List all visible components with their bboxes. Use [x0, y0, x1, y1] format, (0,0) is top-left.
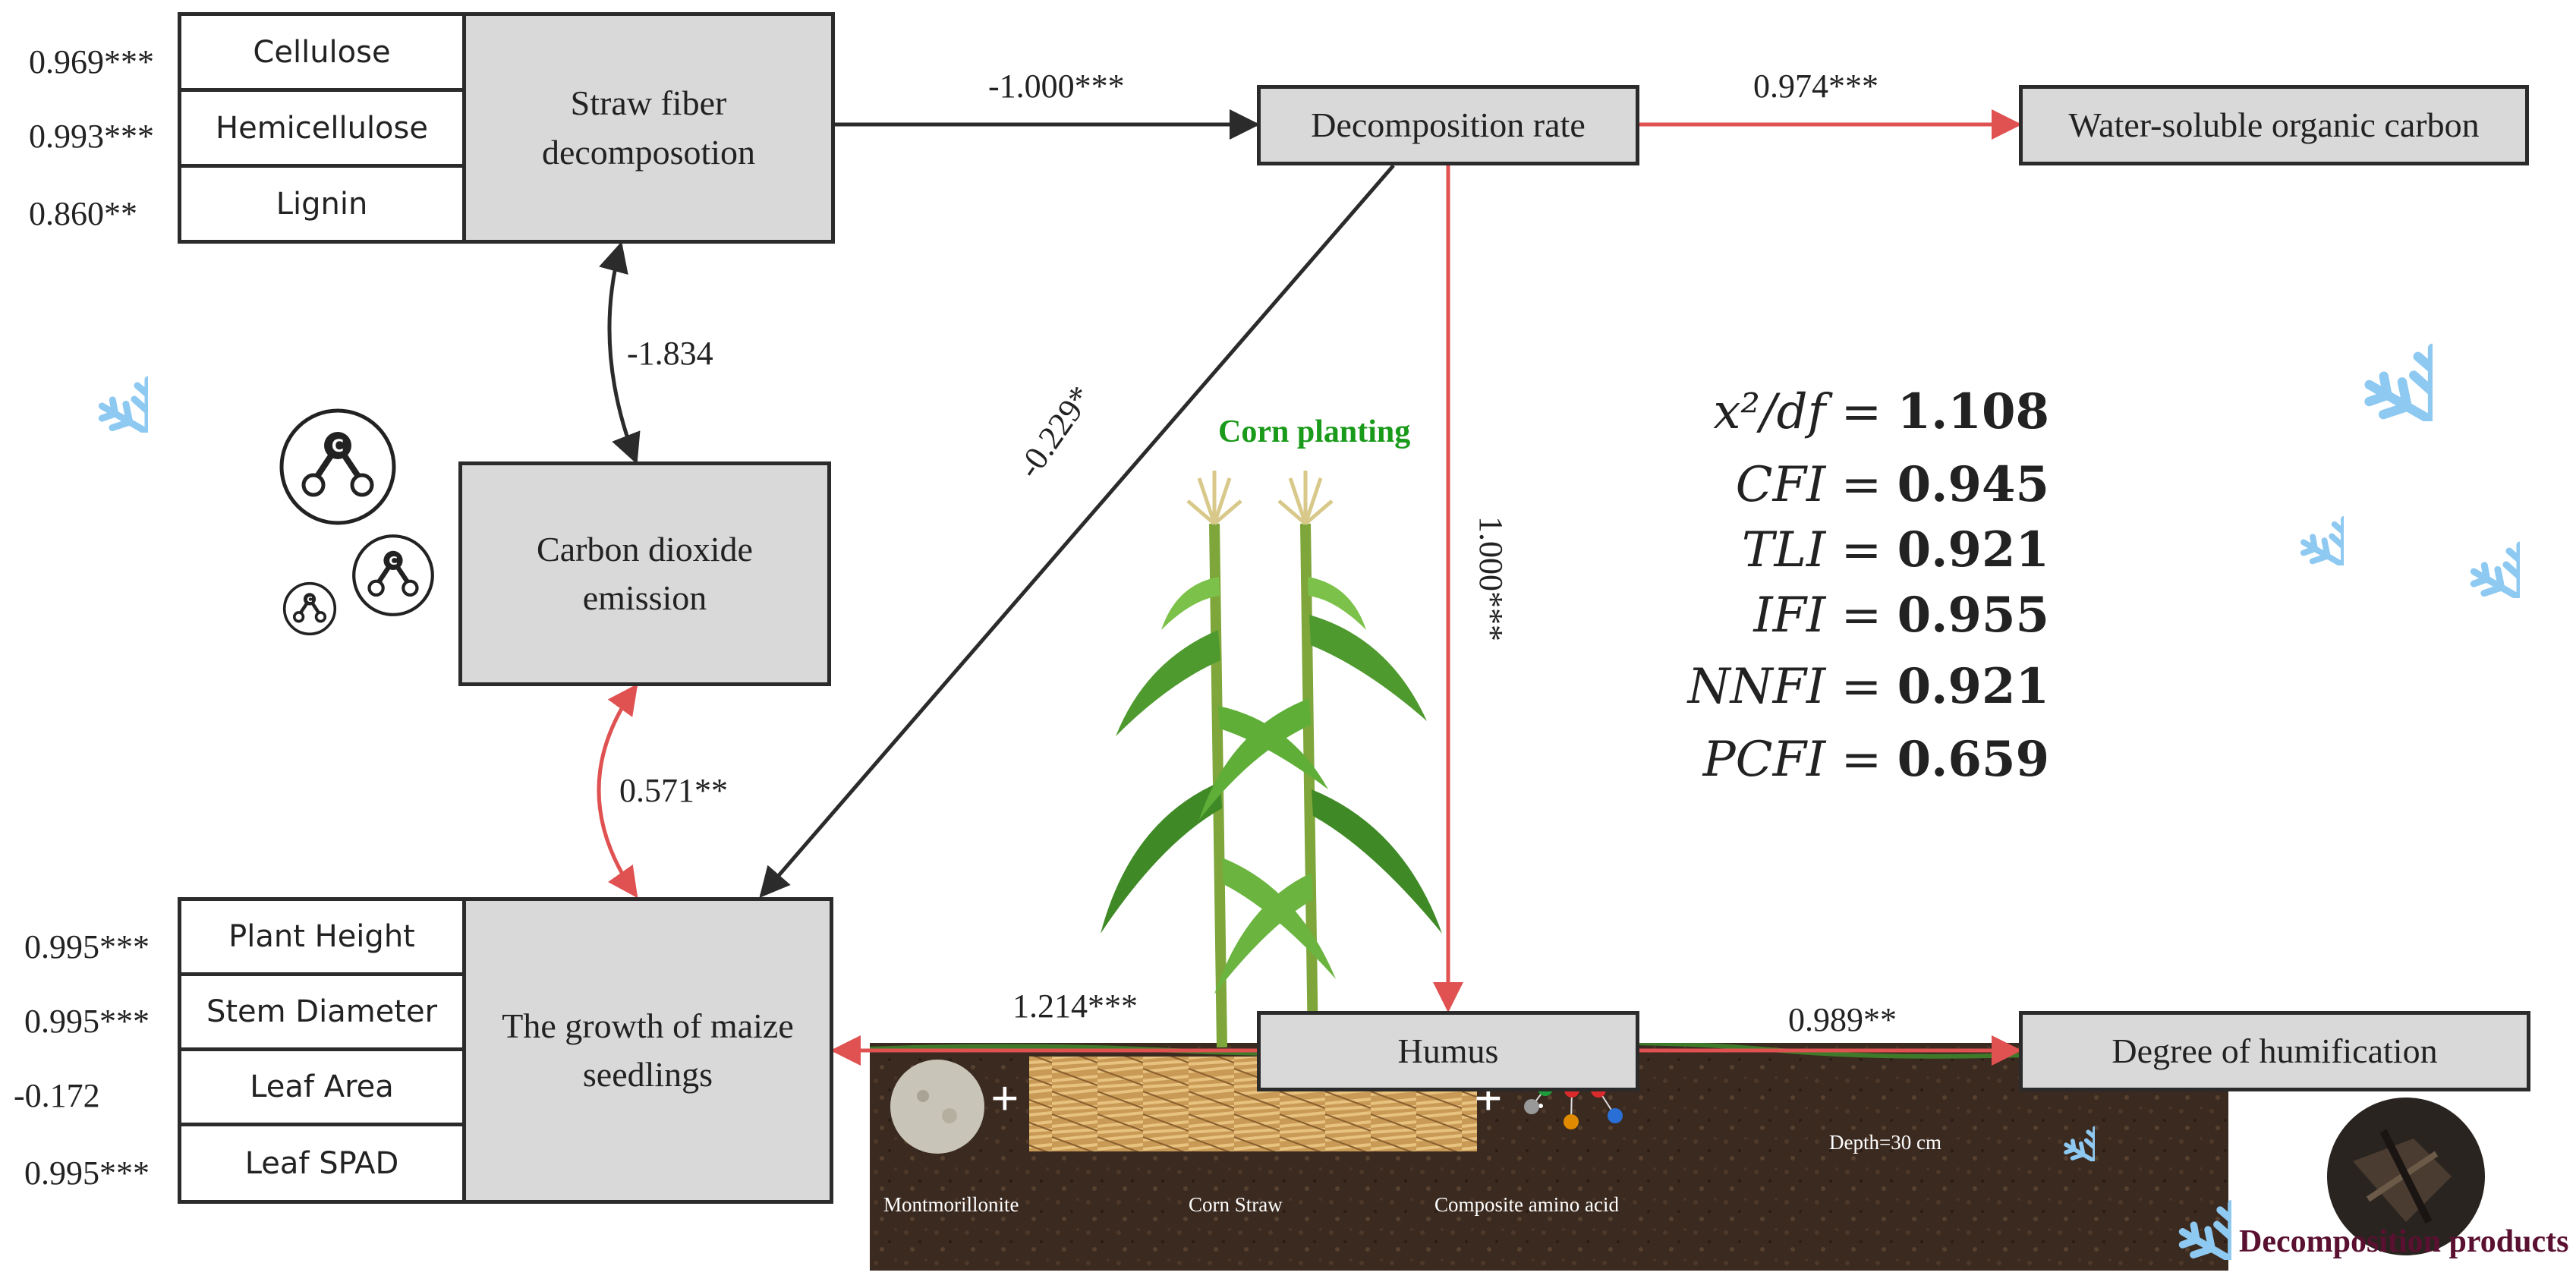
co2-molecule-icon: C	[282, 581, 337, 636]
straw-item-label: Hemicellulose	[216, 110, 428, 146]
fit-index-name: TLI	[1741, 522, 1826, 578]
fit-index-name: x²/df	[1713, 384, 1826, 440]
path-coef-straw-decomposition: -1.000***	[988, 68, 1125, 105]
corn-plant-illustration	[1101, 471, 1442, 1048]
fit-index-tli: TLI = 0.921	[1741, 521, 2049, 578]
maize-item-leaf-spad: Leaf SPAD	[178, 1123, 466, 1204]
corn-straw-label: Corn Straw	[1189, 1193, 1283, 1216]
fit-index-name: NNFI	[1687, 659, 1826, 715]
fit-index-pcfi: PCFI = 0.659	[1702, 731, 2049, 788]
maize-item-plant-height: Plant Height	[178, 897, 466, 976]
straw-fiber-decomposition-box: Straw fiber decomposotion	[462, 12, 835, 244]
loading-leaf-spad: 0.995***	[24, 1154, 150, 1192]
carbon-symbol: C	[389, 554, 397, 568]
maize-item-label: Plant Height	[228, 919, 415, 954]
maize-item-leaf-area: Leaf Area	[178, 1047, 466, 1126]
degree-of-humification-box: Degree of humification	[2019, 1011, 2530, 1091]
fit-index-value: 1.108	[1897, 383, 2049, 440]
path-coef-humus-maize: 1.214***	[1012, 987, 1138, 1025]
straw-item-hemicellulose: Hemicellulose	[178, 88, 466, 168]
fit-index-value: 0.921	[1897, 658, 2049, 715]
fit-index-name: IFI	[1753, 587, 1826, 644]
loading-lignin: 0.860**	[29, 195, 137, 232]
amino-acid-dot	[1564, 1114, 1579, 1129]
carbon-symbol: C	[332, 437, 344, 456]
co2-emission-box: Carbon dioxide emission	[458, 461, 831, 686]
path-coef-co2-maize: 0.571**	[619, 772, 728, 809]
montmorillonite-label: Montmorillonite	[883, 1193, 1019, 1216]
maize-item-stem-diameter: Stem Diameter	[178, 972, 466, 1051]
amino-acid-dot	[1524, 1099, 1539, 1114]
loading-leaf-area: -0.172	[14, 1077, 100, 1114]
fit-index-value: 0.921	[1897, 521, 2049, 578]
corn-planting-label: Corn planting	[1218, 414, 1411, 449]
straw-item-label: Lignin	[276, 186, 368, 222]
loading-hemicellulose: 0.993***	[29, 118, 154, 155]
fit-index-ifi: IFI = 0.955	[1753, 587, 2049, 644]
fit-index-value: 0.955	[1897, 587, 2049, 644]
maize-growth-box: The growth of maize seedlings	[462, 897, 833, 1204]
fit-index-name: CFI	[1735, 457, 1826, 513]
carbon-symbol: C	[307, 596, 312, 604]
maize-item-label: Leaf Area	[250, 1069, 394, 1104]
decomposition-products-label: Decomposition products	[2239, 1224, 2568, 1260]
arrow-straw-co2-covariance	[599, 241, 641, 465]
fit-index-value: 0.945	[1897, 456, 2049, 513]
plus-sign-1: +	[990, 1071, 1019, 1126]
path-coef-straw-co2: -1.834	[627, 335, 713, 372]
fit-index-chisq-df: x²/df = 1.108	[1713, 383, 2049, 440]
path-coef-decomposition-woc: 0.974***	[1753, 68, 1878, 105]
decomposition-products-image	[2327, 1098, 2485, 1255]
maize-item-label: Leaf SPAD	[244, 1145, 399, 1181]
decomposition-rate-box: Decomposition rate	[1257, 85, 1639, 165]
fit-index-name: PCFI	[1702, 732, 1826, 788]
fit-index-value: 0.659	[1897, 731, 2049, 788]
loading-cellulose: 0.969***	[29, 43, 154, 80]
maize-item-label: Stem Diameter	[206, 994, 438, 1029]
loading-plant-height: 0.995***	[24, 928, 150, 965]
straw-item-cellulose: Cellulose	[178, 12, 466, 92]
arrow-co2-maize-covariance	[597, 683, 638, 899]
amino-acid-dot	[1608, 1108, 1623, 1123]
fit-index-cfi: CFI = 0.945	[1735, 456, 2049, 513]
decomposition-products-text: Decomposition products	[2239, 1224, 2569, 1259]
path-coef-decomposition-humus: 1.000***	[1472, 516, 1510, 641]
straw-item-lignin: Lignin	[178, 164, 466, 244]
straw-item-label: Cellulose	[253, 34, 391, 70]
co2-molecule-icon: C	[352, 534, 434, 616]
path-coef-humus-humification: 0.989**	[1788, 1001, 1897, 1038]
humus-box: Humus	[1257, 1011, 1639, 1091]
depth-label: Depth=30 cm	[1829, 1131, 1941, 1154]
loading-stem-diameter: 0.995***	[24, 1003, 150, 1040]
amino-acid-label: Composite amino acid	[1434, 1193, 1619, 1216]
fit-index-nnfi: NNFI = 0.921	[1687, 658, 2049, 715]
arrow-decomposition-to-maize	[759, 164, 1395, 899]
water-soluble-organic-carbon-box: Water-soluble organic carbon	[2019, 85, 2529, 165]
co2-molecule-icon: C	[279, 408, 396, 525]
